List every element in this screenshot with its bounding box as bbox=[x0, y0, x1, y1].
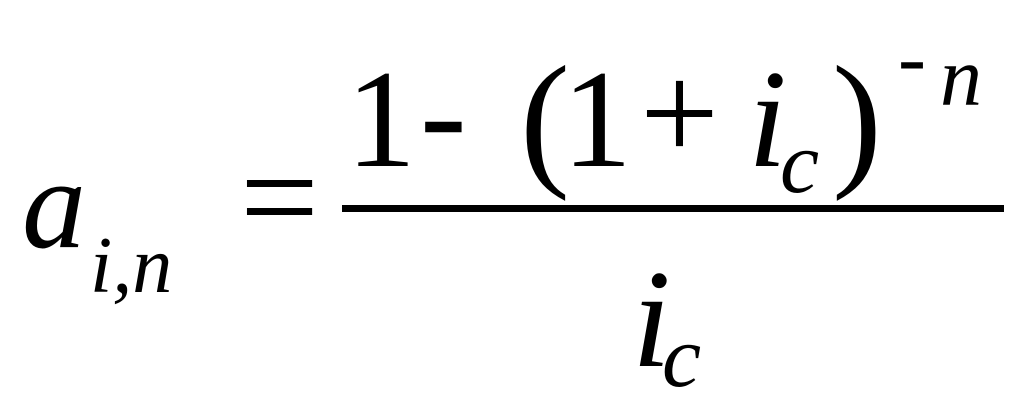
denominator-rate-subscript: c bbox=[662, 309, 702, 406]
numerator-plus: + bbox=[640, 36, 719, 191]
numerator-rate-symbol: i bbox=[748, 42, 787, 197]
numerator-rate-subscript: c bbox=[780, 115, 820, 212]
lhs-subscript: i,n bbox=[90, 222, 173, 310]
lhs-variable: a bbox=[22, 133, 86, 275]
numerator-one: 1 bbox=[346, 42, 416, 197]
equals-sign: = bbox=[240, 120, 319, 275]
numerator-minus: - bbox=[420, 36, 467, 191]
exponent-variable: n bbox=[940, 31, 982, 124]
numerator-open-paren: ( bbox=[520, 36, 570, 202]
numerator-inner-one: 1 bbox=[562, 42, 632, 197]
exponent-minus: - bbox=[898, 11, 926, 104]
denominator-rate-symbol: i bbox=[632, 242, 671, 397]
fraction-bar bbox=[342, 205, 1004, 212]
numerator-close-paren: ) bbox=[832, 36, 882, 202]
